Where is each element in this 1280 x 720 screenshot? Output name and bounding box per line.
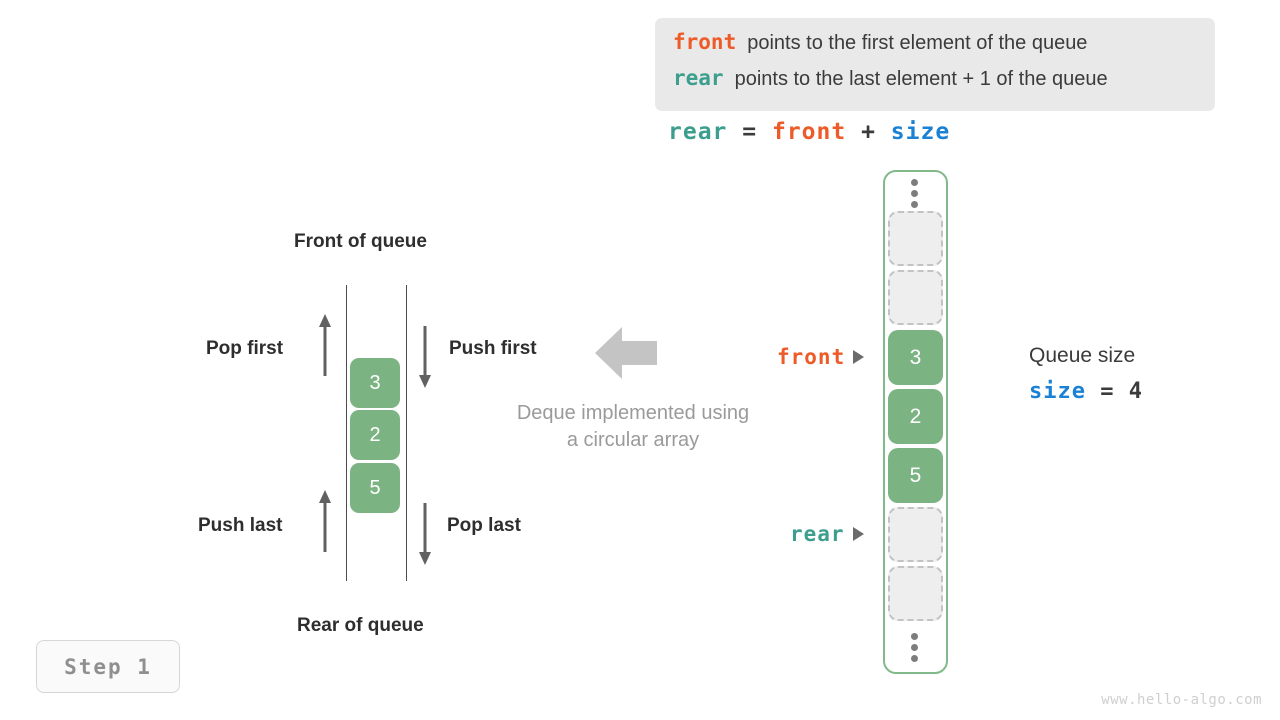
queue-size-value: 4 bbox=[1128, 379, 1143, 404]
front-of-queue-label: Front of queue bbox=[294, 231, 427, 252]
legend-keyword-rear: rear bbox=[673, 66, 724, 90]
queue-size-title: Queue size bbox=[1029, 344, 1136, 367]
front-pointer: front bbox=[777, 345, 865, 369]
rear-pointer: rear bbox=[790, 522, 864, 546]
array-slot bbox=[888, 566, 943, 621]
triangle-right-icon bbox=[852, 527, 864, 541]
deque-rail-left bbox=[346, 285, 347, 581]
front-pointer-label: front bbox=[777, 345, 846, 369]
deque-rail-right bbox=[406, 285, 407, 581]
legend-line-rear: rear points to the last element + 1 of t… bbox=[673, 66, 1197, 102]
deque-cell: 2 bbox=[350, 410, 400, 460]
step-badge: Step 1 bbox=[36, 640, 180, 693]
arrow-down-push-first bbox=[419, 326, 431, 388]
deque-caption-line1: Deque implemented using bbox=[516, 402, 750, 424]
formula-term-rear: rear bbox=[668, 119, 728, 145]
triangle-right-icon bbox=[853, 350, 865, 364]
push-first-label: Push first bbox=[449, 338, 537, 359]
watermark: www.hello-algo.com bbox=[1101, 692, 1262, 708]
arrow-down-pop-last bbox=[419, 503, 431, 565]
arrow-up-pop-first bbox=[319, 314, 331, 376]
array-slot: 3 bbox=[888, 330, 943, 385]
rear-pointer-label: rear bbox=[790, 522, 845, 546]
formula-rear-equals-front-plus-size: rear = front + size bbox=[668, 119, 950, 145]
queue-size-var: size bbox=[1029, 379, 1086, 404]
formula-plus: + bbox=[861, 119, 876, 145]
queue-size-expression: size = 4 bbox=[1029, 379, 1143, 404]
pop-first-label: Pop first bbox=[206, 338, 284, 359]
vertical-ellipsis-icon bbox=[911, 179, 919, 208]
rear-of-queue-label: Rear of queue bbox=[297, 615, 424, 636]
deque-cell: 3 bbox=[350, 358, 400, 408]
arrow-up-push-last bbox=[319, 490, 331, 552]
legend-text-rear: points to the last element + 1 of the qu… bbox=[734, 68, 1108, 90]
legend-box: front points to the first element of the… bbox=[655, 18, 1215, 111]
formula-term-front: front bbox=[771, 119, 847, 145]
array-slot bbox=[888, 507, 943, 562]
array-slot: 2 bbox=[888, 389, 943, 444]
formula-term-size: size bbox=[890, 119, 951, 145]
push-last-label: Push last bbox=[198, 515, 283, 536]
formula-equals: = bbox=[742, 119, 758, 145]
legend-keyword-front: front bbox=[673, 30, 737, 54]
queue-size-equals: = bbox=[1100, 379, 1115, 404]
array-slot bbox=[888, 211, 943, 266]
left-block-arrow-icon bbox=[595, 327, 657, 379]
legend-line-front: front points to the first element of the… bbox=[673, 30, 1197, 66]
array-slot bbox=[888, 270, 943, 325]
pop-last-label: Pop last bbox=[447, 515, 521, 536]
vertical-ellipsis-icon bbox=[911, 633, 919, 662]
deque-caption: Deque implemented using a circular array bbox=[492, 400, 774, 454]
deque-cell: 5 bbox=[350, 463, 400, 513]
array-slot: 5 bbox=[888, 448, 943, 503]
deque-caption-line2: a circular array bbox=[566, 429, 700, 451]
legend-text-front: points to the first element of the queue bbox=[747, 32, 1088, 54]
